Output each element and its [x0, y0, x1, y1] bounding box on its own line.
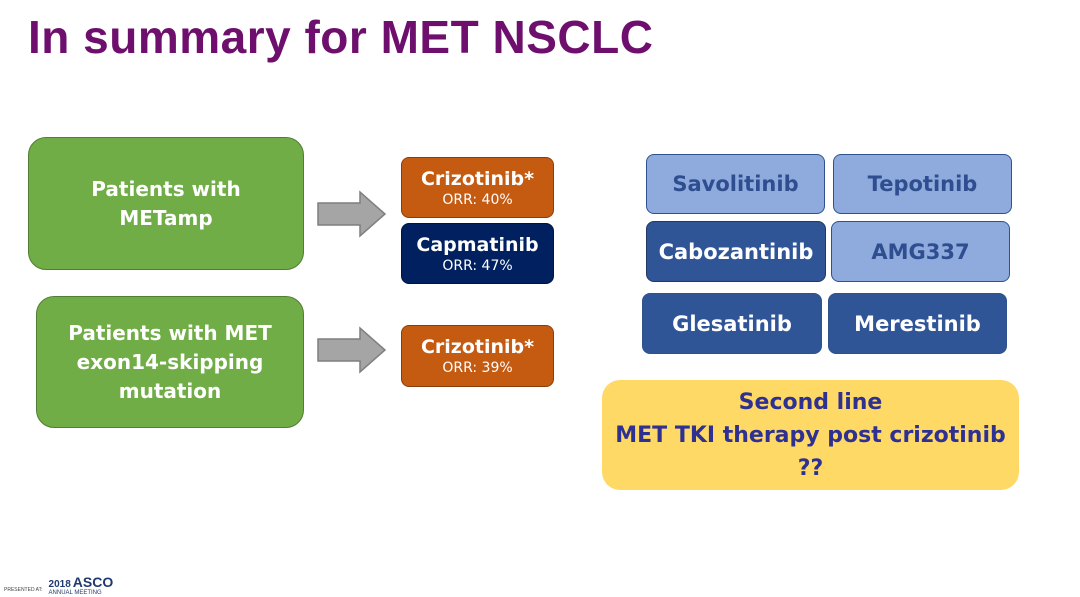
asco-subtitle: ANNUAL MEETING	[48, 590, 102, 596]
drug-crizotinib-metamp: Crizotinib* ORR: 40%	[401, 157, 554, 218]
arrow-right-icon	[317, 190, 387, 238]
second-line-box: Second line MET TKI therapy post crizoti…	[602, 380, 1019, 490]
patients-exon14-line-3: mutation	[118, 378, 222, 403]
arrow-right-icon	[317, 326, 387, 374]
patients-exon14-line-1: Patients with MET	[68, 320, 272, 345]
drug-orr: ORR: 47%	[442, 257, 513, 274]
asco-footer: PRESENTED AT: 2018 ASCO ANNUAL MEETING	[4, 574, 114, 597]
presented-at-label: PRESENTED AT:	[4, 587, 43, 593]
patients-metamp-line-2: METamp	[119, 205, 213, 230]
patients-metamp-line-1: Patients with	[91, 176, 241, 201]
agent-glesatinib: Glesatinib	[642, 293, 822, 354]
drug-name: Crizotinib*	[420, 336, 535, 358]
agent-tepotinib: Tepotinib	[833, 154, 1012, 214]
second-line-question: MET TKI therapy post crizotinib ??	[615, 422, 1006, 481]
drug-name: Capmatinib	[416, 233, 539, 256]
drug-name: Crizotinib*	[420, 167, 535, 190]
agent-savolitinib: Savolitinib	[646, 154, 825, 214]
asco-year: 2018	[48, 579, 71, 590]
patients-metamp-box: Patients with METamp	[28, 137, 304, 270]
drug-orr: ORR: 39%	[442, 360, 513, 376]
agent-merestinib: Merestinib	[828, 293, 1007, 354]
patients-exon14-box: Patients with MET exon14-skipping mutati…	[36, 296, 304, 428]
second-line-title: Second line	[738, 389, 883, 415]
agent-cabozantinib: Cabozantinib	[646, 221, 826, 282]
page-title: In summary for MET NSCLC	[28, 11, 654, 63]
asco-logo: 2018 ASCO ANNUAL MEETING	[48, 574, 114, 597]
drug-orr: ORR: 40%	[442, 191, 513, 208]
drug-capmatinib: Capmatinib ORR: 47%	[401, 223, 554, 284]
asco-brand: ASCO	[72, 574, 114, 590]
patients-exon14-line-2: exon14-skipping	[76, 349, 264, 374]
drug-crizotinib-exon14: Crizotinib* ORR: 39%	[401, 325, 554, 387]
agent-amg337: AMG337	[831, 221, 1010, 282]
